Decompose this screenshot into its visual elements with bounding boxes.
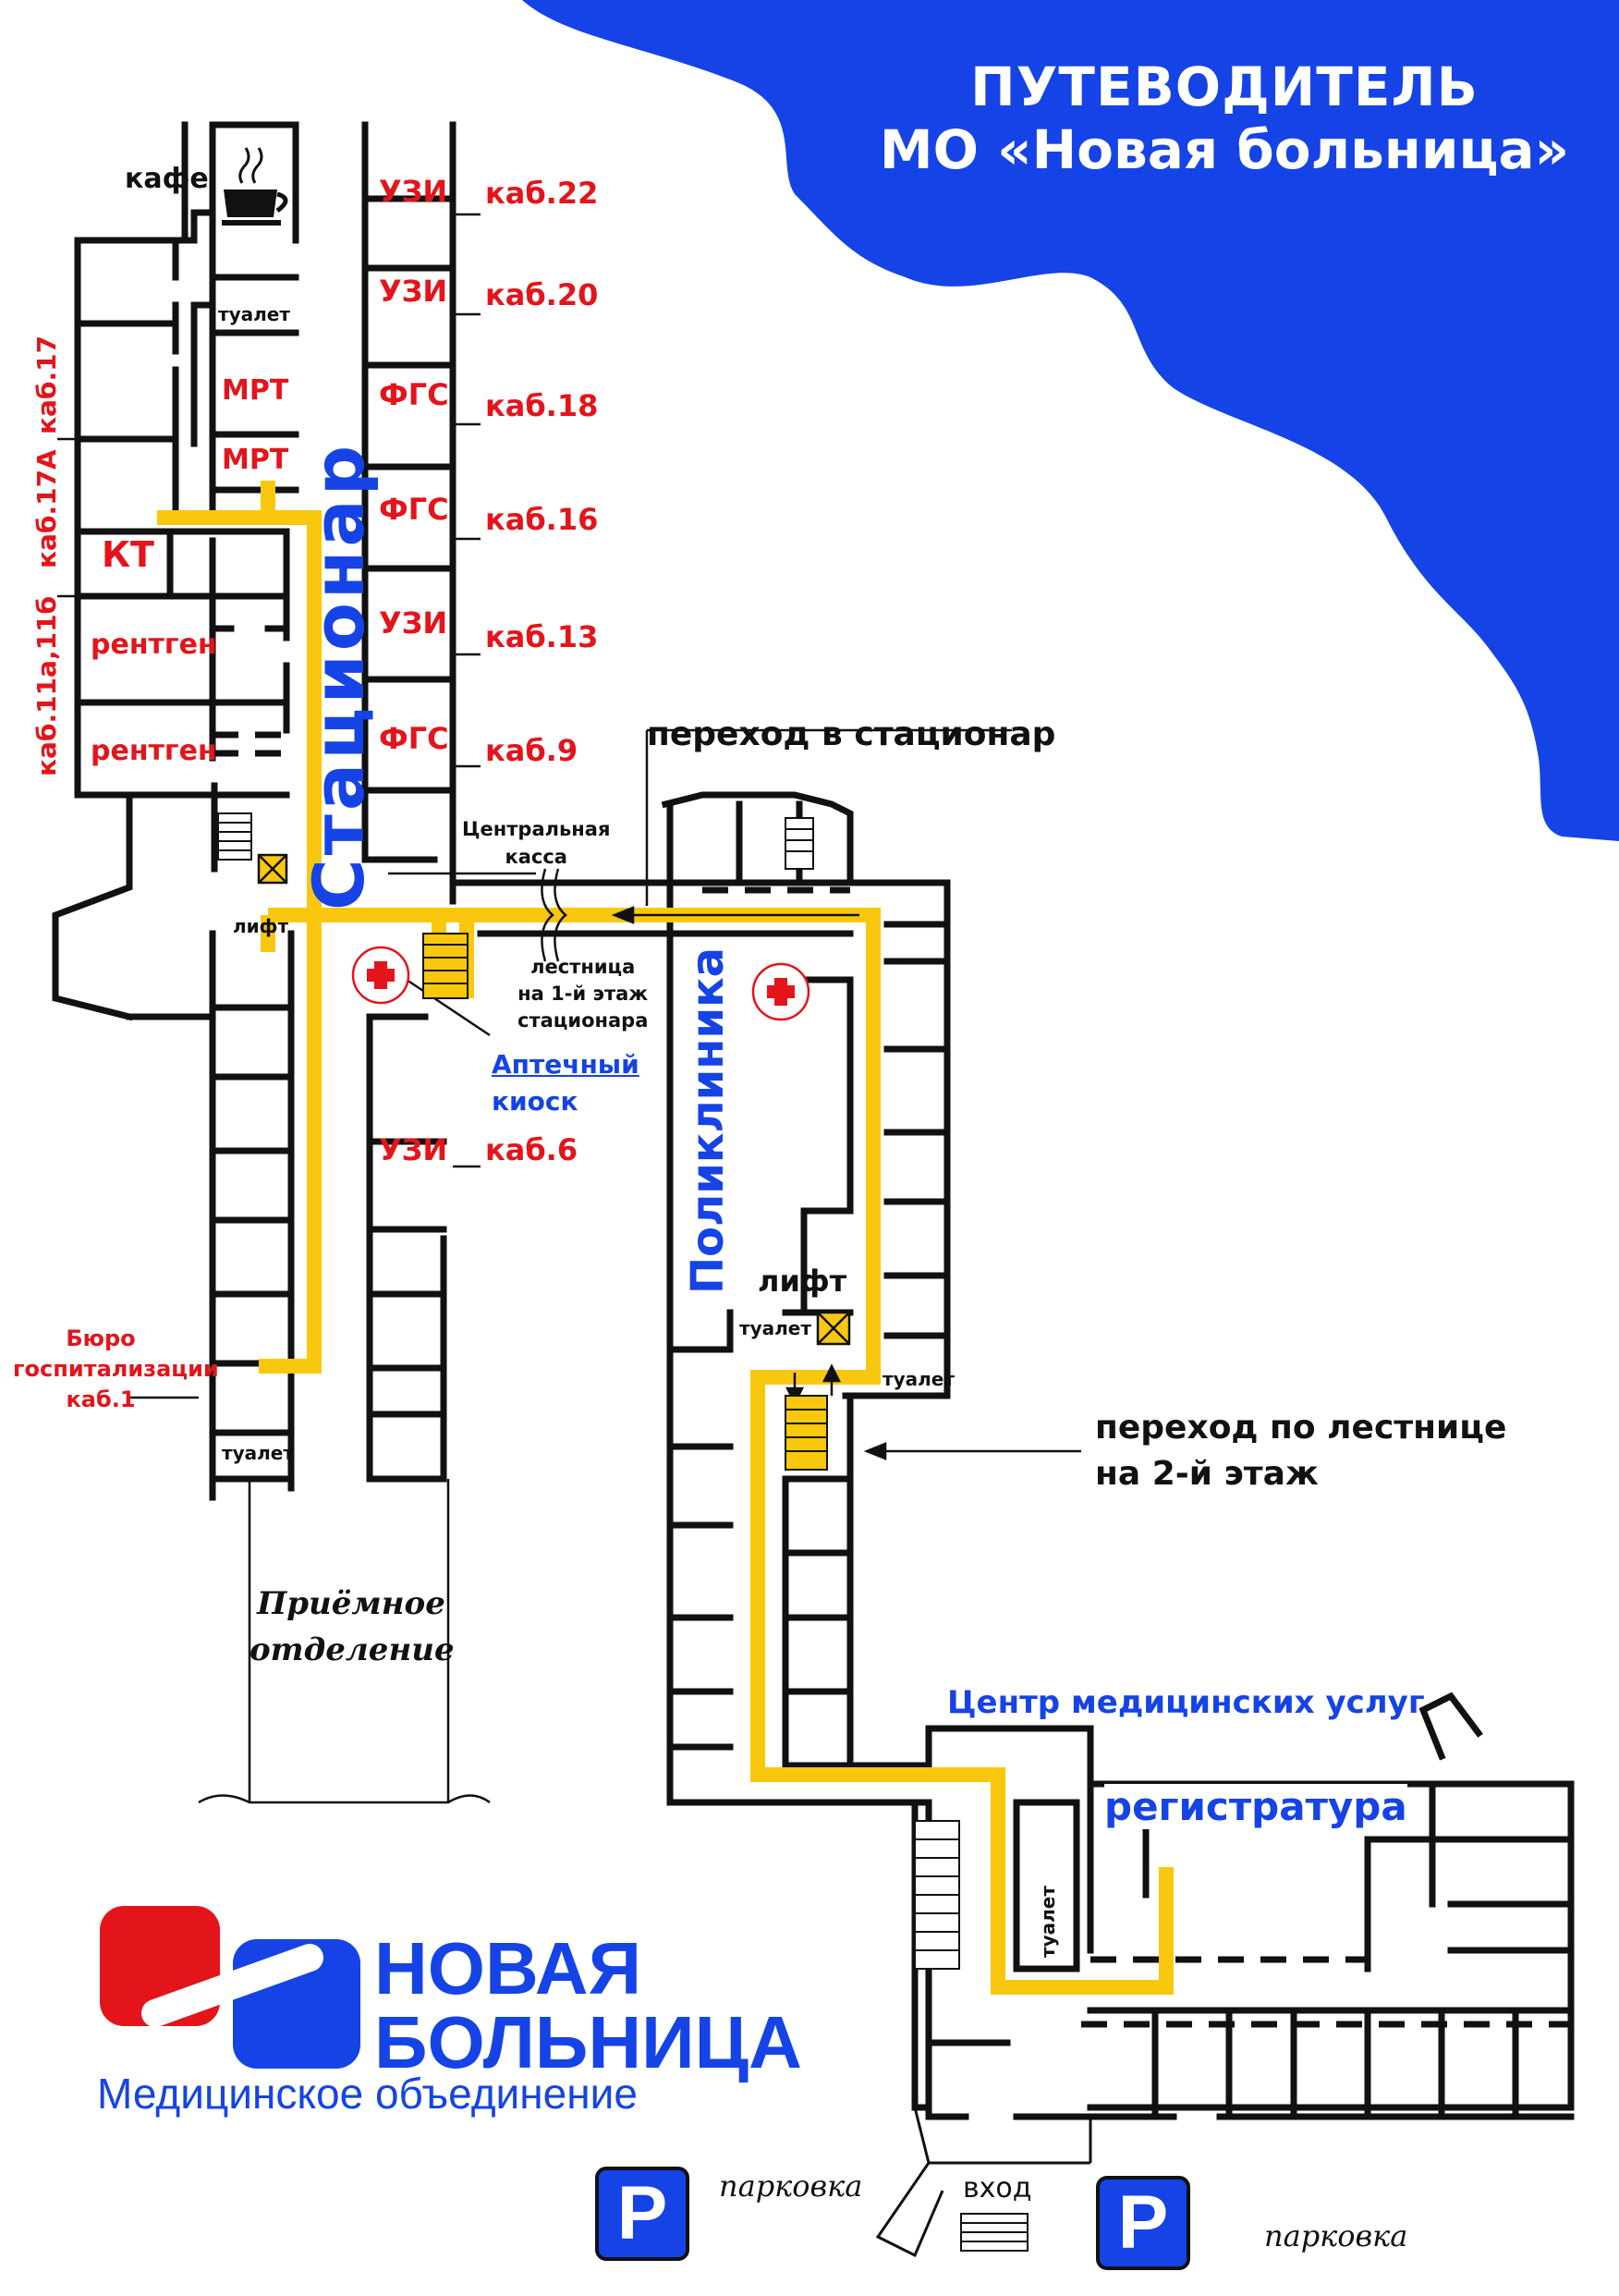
central-cash-line2: касса	[505, 846, 567, 868]
uzi-label-3: УЗИ	[379, 605, 448, 641]
cafe-label: кафе	[125, 163, 209, 195]
cabinet-16-label: каб.16	[485, 502, 599, 537]
cabinet-9-label: каб.9	[485, 733, 578, 768]
entrance-porch	[875, 2107, 1092, 2258]
stairs-2nd-floor-note: переход по лестнице на 2-й этаж	[1095, 1405, 1506, 1497]
uzi-label-2: УЗИ	[379, 274, 448, 309]
medical-cross-icon	[351, 946, 810, 1021]
cabinet-17a-label: каб.17А	[31, 449, 62, 568]
fgs-label-2: ФГС	[379, 492, 449, 527]
dashed-walls	[213, 731, 1571, 2028]
stairs-note: лестница на 1-й этаж стационара	[517, 954, 648, 1034]
building-polyclinic-label: Поликлиника	[682, 946, 734, 1294]
pharmacy-label: Аптечный киоск	[492, 1046, 639, 1120]
uzi-label-1: УЗИ	[379, 174, 448, 209]
stairs-note-line2: на 1-й этаж	[517, 983, 649, 1005]
registry-label: регистратура	[1104, 1784, 1407, 1829]
parking-icon-right: P	[1096, 2176, 1190, 2270]
mrt-label: МРТ	[222, 374, 289, 407]
reception-department-label: Приёмное отделение	[250, 1585, 455, 1668]
stairs-2nd-line2: на 2-й этаж	[1095, 1455, 1319, 1493]
toilet-label-3: туалет	[739, 1317, 811, 1339]
logo-line1: НОВАЯ	[374, 1927, 642, 2009]
pharmacy-line2: киоск	[492, 1086, 578, 1117]
lift-label: лифт	[233, 915, 289, 937]
entrance-label: вход	[963, 2172, 1032, 2204]
to-stationar-note: переход в стационар	[647, 715, 1056, 753]
toilet-label: туалет	[218, 303, 290, 325]
page-title: ПУТЕВОДИТЕЛЬ МО «Новая больница»	[832, 55, 1617, 181]
cabinet-11-label: каб.11а,11б	[31, 595, 62, 776]
building-stationar-label: Стационар	[298, 441, 380, 910]
toilet-label-2: туалет	[222, 1442, 294, 1464]
fgs-label-3: ФГС	[379, 721, 449, 756]
cabinet-13-label: каб.13	[485, 619, 599, 654]
page-title-line1: ПУТЕВОДИТЕЛЬ	[970, 55, 1479, 118]
admission-line2: госпитализации	[13, 1356, 219, 1382]
admission-bureau-label: Бюро госпитализации каб.1	[13, 1324, 219, 1415]
walls	[52, 121, 891, 1501]
xray-label: рентген	[91, 629, 217, 661]
medical-center-label: Центр медицинских услуг	[947, 1684, 1425, 1721]
kt-label: КТ	[102, 534, 154, 575]
cabinet-17-label: каб.17	[31, 335, 62, 434]
admission-line1: Бюро	[66, 1325, 136, 1351]
logo-line2: БОЛЬНИЦА	[374, 2001, 802, 2083]
mrt-label-2: МРТ	[222, 444, 289, 476]
logo-graphic	[100, 1906, 360, 2069]
thin-lines	[57, 213, 1012, 1804]
uzi-label-4: УЗИ	[379, 1132, 448, 1167]
logo-text: НОВАЯ БОЛЬНИЦА	[374, 1932, 802, 2080]
parking-label-right: парковка	[1264, 2218, 1408, 2253]
parking-label-left: парковка	[719, 2168, 863, 2204]
central-cash-line1: Центральная	[462, 818, 611, 840]
cabinet-22-label: каб.22	[485, 176, 599, 211]
pharmacy-line1: Аптечный	[492, 1049, 639, 1080]
central-cash-label: Центральная касса	[462, 815, 610, 871]
logo-tagline: Медицинское объединение	[97, 2070, 638, 2118]
blue-background-shape	[522, 0, 1619, 841]
stairs-icon	[217, 812, 1029, 2252]
toilet-label-4: туалет	[883, 1368, 955, 1390]
lift-label-polyclinic: лифт	[758, 1264, 847, 1299]
stairs-2nd-line1: переход по лестнице	[1095, 1409, 1507, 1447]
stairs-note-line3: стационара	[517, 1009, 649, 1032]
page-title-line2: МО «Новая больница»	[879, 118, 1570, 181]
parking-icon-left: P	[595, 2167, 689, 2261]
fgs-label-1: ФГС	[379, 377, 449, 412]
xray-label-2: рентген	[91, 735, 217, 767]
cabinet-6-label: каб.6	[485, 1132, 578, 1167]
lift-icon	[257, 853, 851, 1346]
stairs-note-line1: лестница	[530, 956, 636, 978]
toilet-label-5: туалет	[1037, 1886, 1059, 1958]
coffee-cup-icon	[222, 147, 288, 226]
admission-line3: каб.1	[66, 1386, 136, 1412]
cabinet-18-label: каб.18	[485, 388, 599, 423]
cabinet-20-label: каб.20	[485, 277, 599, 312]
